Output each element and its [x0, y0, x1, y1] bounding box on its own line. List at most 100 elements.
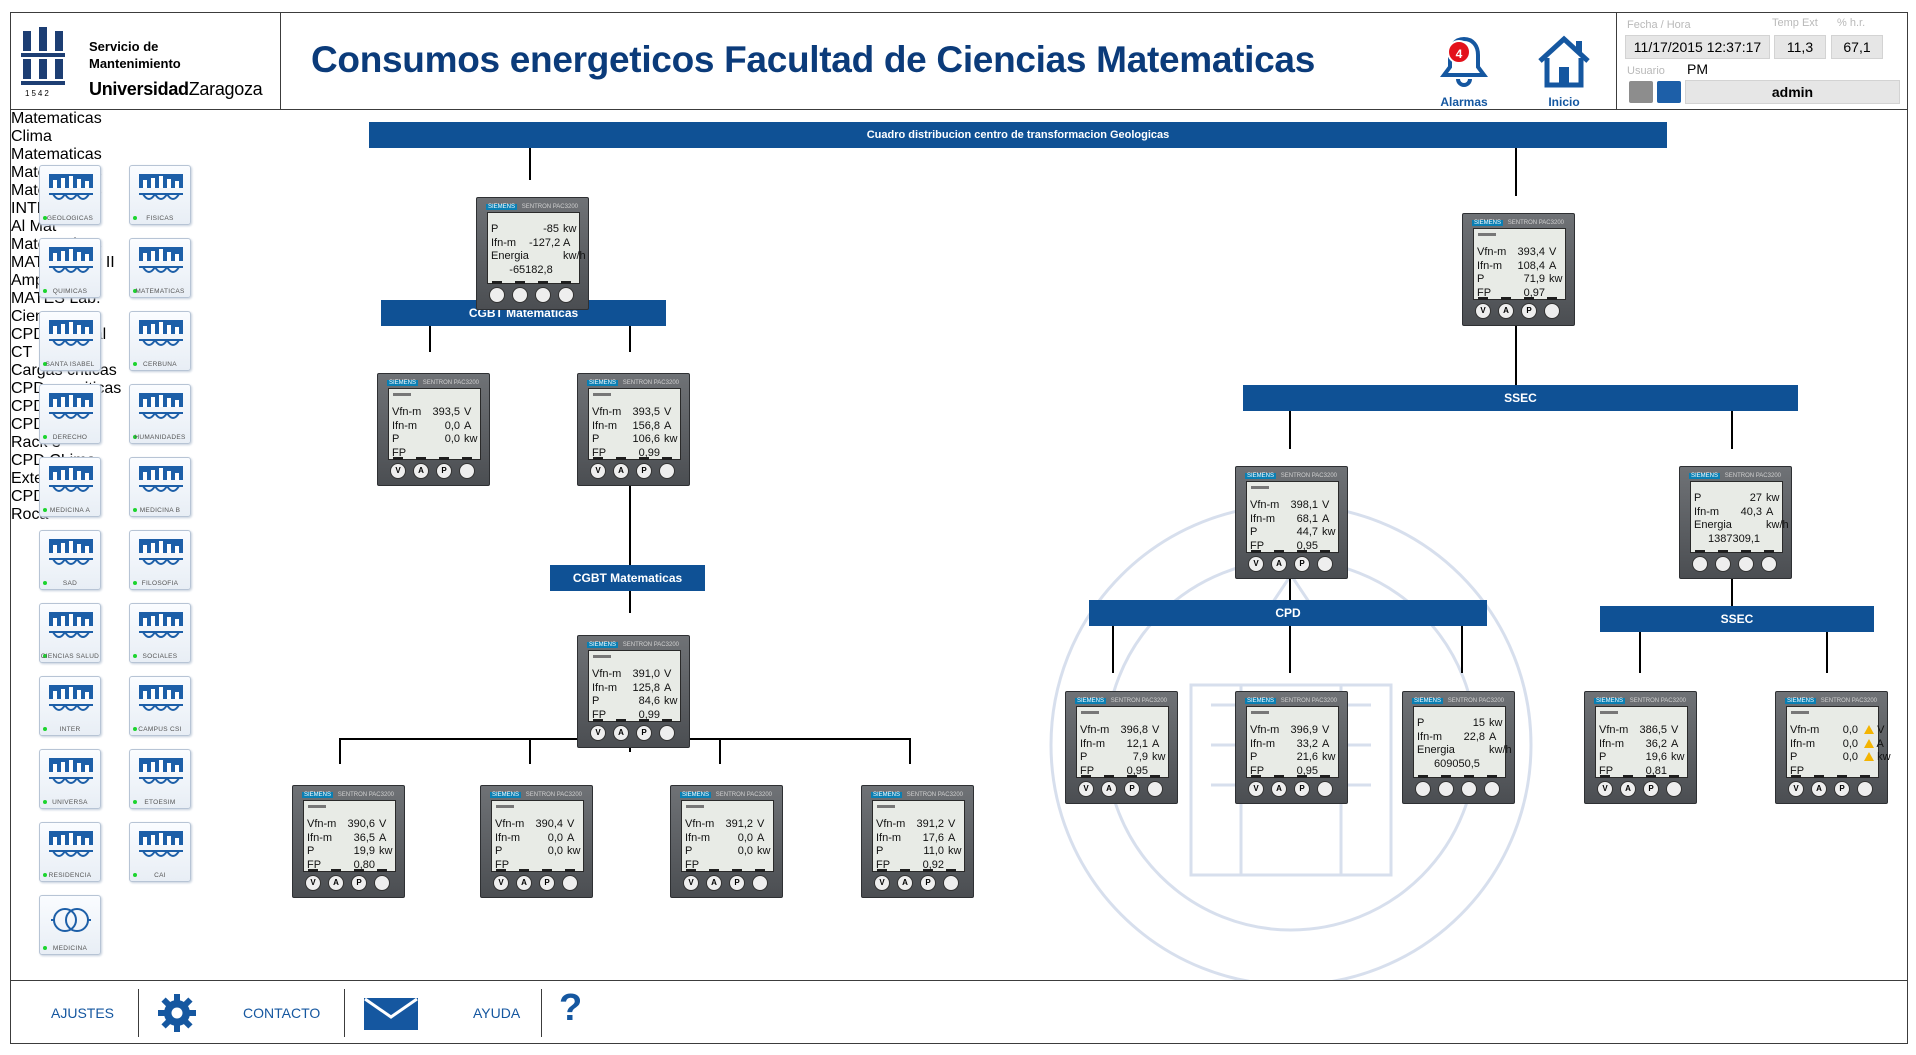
building-button[interactable]: MEDICINA [39, 895, 101, 955]
mail-icon[interactable] [363, 997, 419, 1031]
meter-key[interactable]: P [1294, 556, 1310, 572]
building-button[interactable]: UNIVERSA [39, 749, 101, 809]
meter-key[interactable]: V [874, 875, 890, 891]
meter-key[interactable] [459, 463, 475, 479]
meter-key[interactable]: V [1248, 556, 1264, 572]
meter-key[interactable]: A [413, 463, 429, 479]
meter-key[interactable] [1666, 781, 1682, 797]
building-button[interactable]: INTER [39, 676, 101, 736]
meter-key[interactable] [659, 725, 675, 741]
meter-key[interactable]: P [636, 463, 652, 479]
meter-key[interactable]: V [1597, 781, 1613, 797]
meter-key[interactable]: P [636, 725, 652, 741]
meter-key[interactable] [1761, 556, 1777, 572]
building-button[interactable]: ETOESIM [129, 749, 191, 809]
meter-key[interactable] [512, 287, 528, 303]
meter-key[interactable] [1147, 781, 1163, 797]
meter-key[interactable]: V [390, 463, 406, 479]
building-button[interactable]: DERECHO [39, 384, 101, 444]
meter-key[interactable]: P [1294, 781, 1310, 797]
meter-key[interactable]: V [590, 725, 606, 741]
meter-key[interactable]: V [1788, 781, 1804, 797]
meter-key[interactable]: A [613, 463, 629, 479]
meter-key[interactable]: A [1811, 781, 1827, 797]
help-link[interactable]: AYUDA [473, 1005, 521, 1021]
home-button[interactable]: Inicio [1529, 27, 1599, 109]
alarms-button[interactable]: 4 Alarmas [1433, 27, 1495, 109]
meter-key[interactable] [558, 287, 574, 303]
meter-key[interactable]: P [729, 875, 745, 891]
building-button[interactable]: MEDICINA A [39, 457, 101, 517]
meter-key[interactable]: V [683, 875, 699, 891]
building-button[interactable]: MEDICINA B [129, 457, 191, 517]
settings-link[interactable]: AJUSTES [51, 1005, 115, 1021]
meter-key[interactable]: A [1271, 781, 1287, 797]
meter-key[interactable]: V [1475, 303, 1491, 319]
meter-key[interactable] [1317, 781, 1333, 797]
meter-key[interactable]: V [590, 463, 606, 479]
meter-key[interactable]: A [328, 875, 344, 891]
building-button[interactable]: HUMANIDADES [129, 384, 191, 444]
meter-key[interactable] [1544, 303, 1560, 319]
meter-key[interactable]: P [436, 463, 452, 479]
meter-key[interactable]: P [1643, 781, 1659, 797]
university-logo[interactable]: 1542 Servicio de Mantenimiento Universid… [11, 13, 281, 110]
meter-key[interactable]: V [1248, 781, 1264, 797]
building-button[interactable]: CAMPUS CSI [129, 676, 191, 736]
meter-key[interactable]: A [706, 875, 722, 891]
meter-key[interactable]: A [1498, 303, 1514, 319]
help-icon[interactable]: ? [559, 987, 583, 1029]
building-button[interactable]: QUIMICAS [39, 238, 101, 298]
meter-key[interactable]: V [493, 875, 509, 891]
meter-key[interactable] [489, 287, 505, 303]
meter-key[interactable]: A [613, 725, 629, 741]
meter-key[interactable] [1461, 781, 1477, 797]
meter-key[interactable]: P [1521, 303, 1537, 319]
contact-link[interactable]: CONTACTO [243, 1005, 321, 1021]
meter-key[interactable] [1715, 556, 1731, 572]
meter-key[interactable] [659, 463, 675, 479]
meter-key[interactable] [1438, 781, 1454, 797]
meter-key[interactable]: P [539, 875, 555, 891]
gear-icon[interactable] [155, 991, 199, 1035]
building-button[interactable]: SAD [39, 530, 101, 590]
meter-key[interactable] [1415, 781, 1431, 797]
meter-key[interactable]: V [1078, 781, 1094, 797]
building-button[interactable]: CAI [129, 822, 191, 882]
meter-key[interactable] [562, 875, 578, 891]
meter-key[interactable]: A [1101, 781, 1117, 797]
building-button[interactable]: GEOLOGICAS [39, 165, 101, 225]
meter-key[interactable]: A [897, 875, 913, 891]
meter-key[interactable] [1738, 556, 1754, 572]
meter-key[interactable]: A [1620, 781, 1636, 797]
meter-key[interactable]: A [516, 875, 532, 891]
meter-key[interactable] [943, 875, 959, 891]
building-button[interactable]: FILOSOFIA [129, 530, 191, 590]
meter-key[interactable] [1484, 781, 1500, 797]
meter-key[interactable]: P [1124, 781, 1140, 797]
meter-key[interactable]: P [1834, 781, 1850, 797]
meter-key[interactable] [374, 875, 390, 891]
meter-key[interactable] [1857, 781, 1873, 797]
user-icon[interactable] [1657, 81, 1681, 103]
meter-key[interactable] [1692, 556, 1708, 572]
meter-key[interactable] [535, 287, 551, 303]
users-group-icon[interactable] [1629, 81, 1653, 103]
meter-key[interactable]: P [351, 875, 367, 891]
building-button[interactable]: SANTA ISABEL [39, 311, 101, 371]
building-button[interactable]: CIENCIAS SALUD [39, 603, 101, 663]
meter-key[interactable]: V [305, 875, 321, 891]
